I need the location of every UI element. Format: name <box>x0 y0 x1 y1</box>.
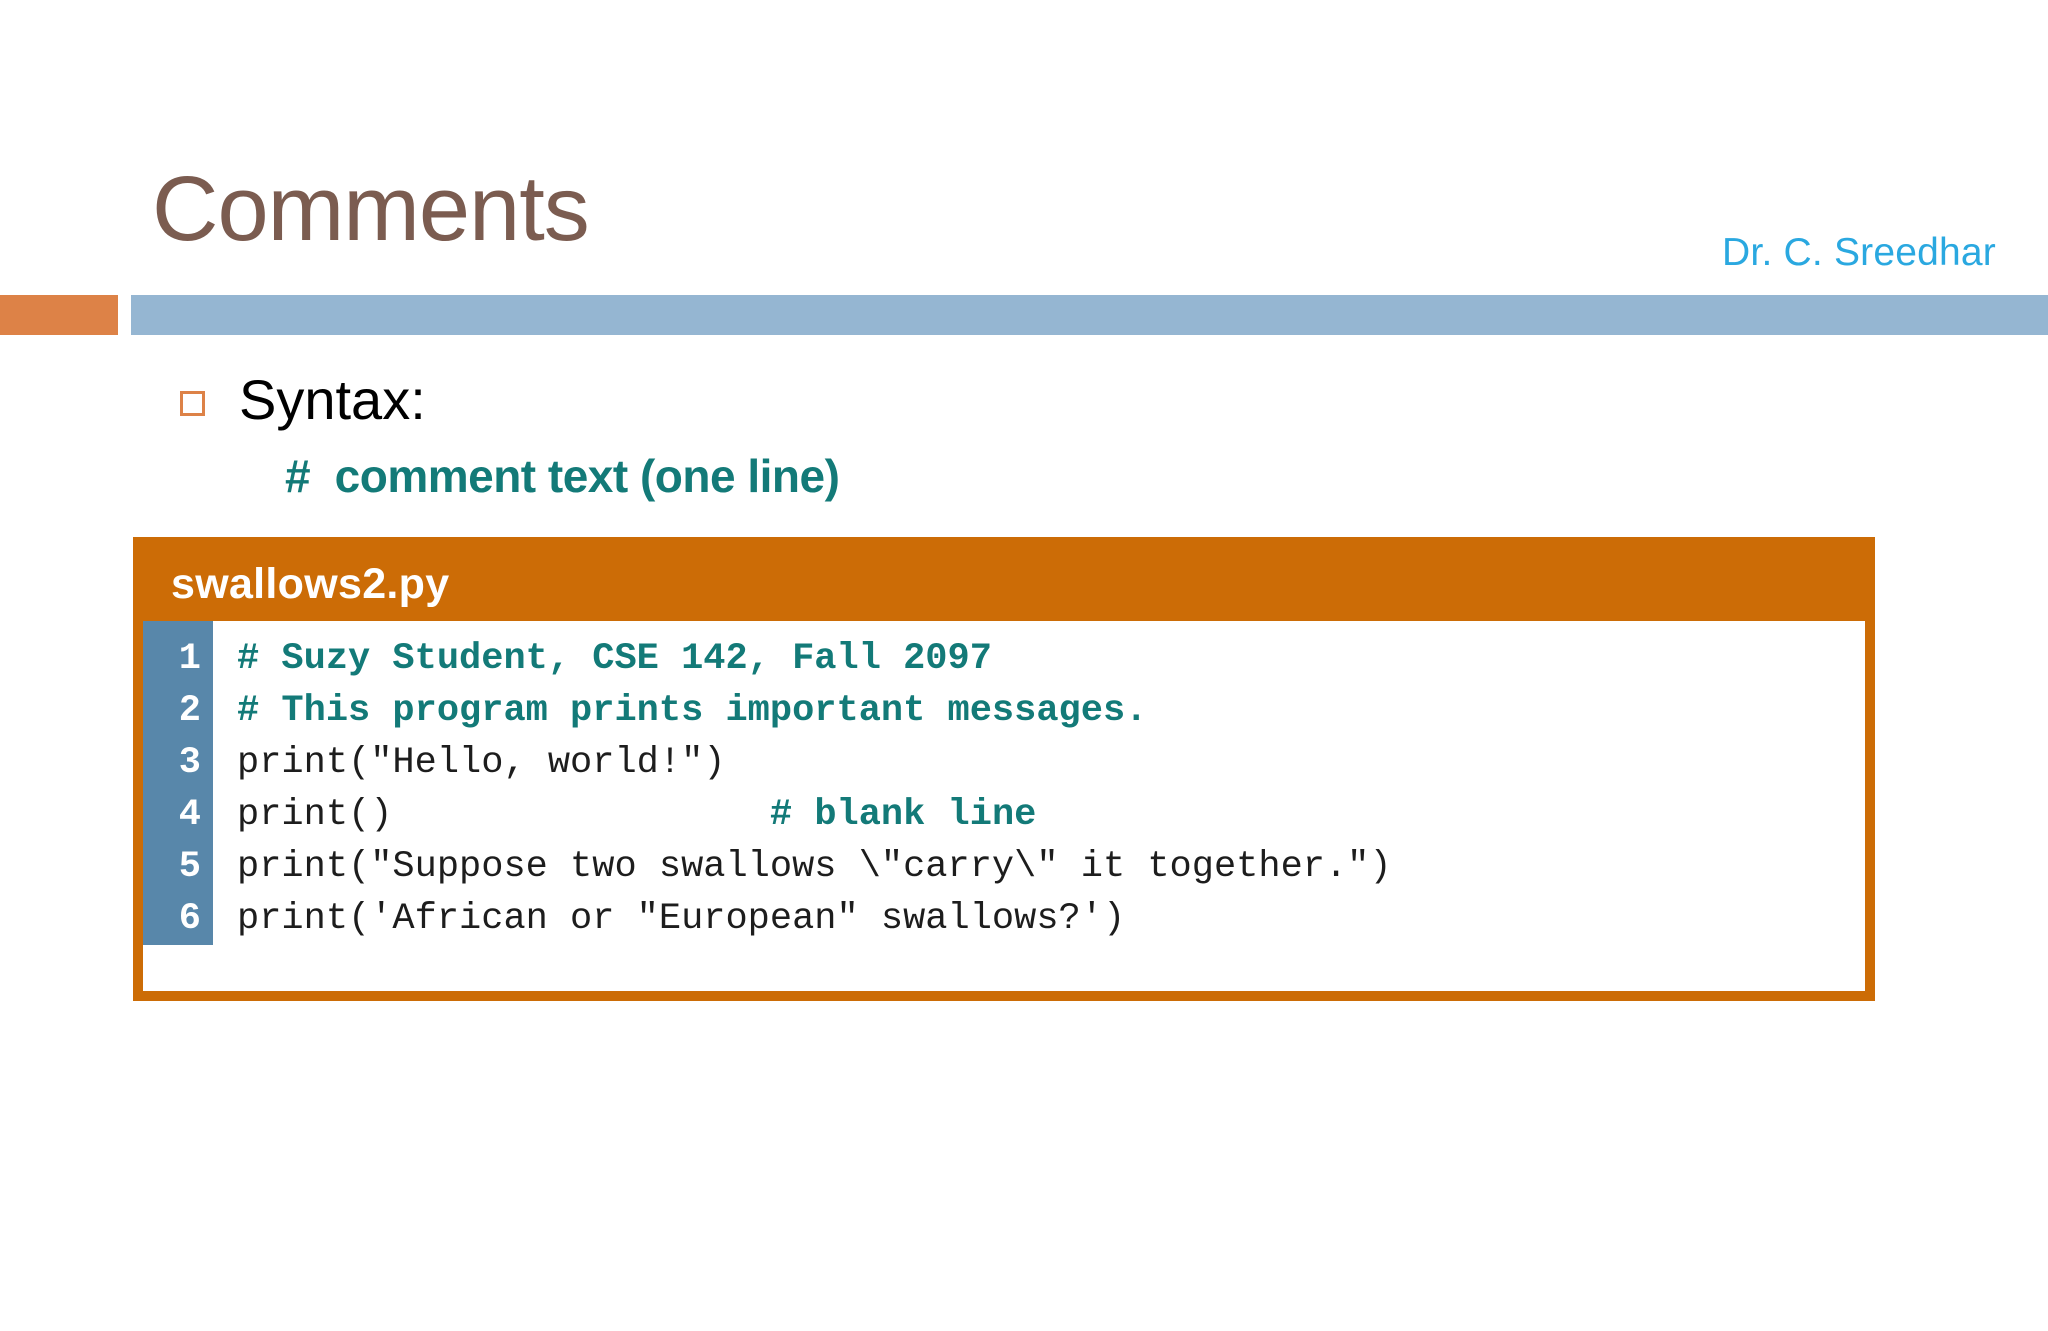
line-number: 2 <box>178 690 201 732</box>
code-lines: # Suzy Student, CSE 142, Fall 2097 # Thi… <box>213 621 1865 945</box>
code-line: print("Hello, world!") <box>237 742 726 784</box>
code-line: print("Suppose two swallows \"carry\" it… <box>237 846 1392 888</box>
code-filename: swallows2.py <box>171 559 450 608</box>
line-number: 3 <box>178 742 201 784</box>
line-number: 4 <box>178 794 201 836</box>
header-rule-blue <box>131 295 2048 335</box>
line-number: 5 <box>178 846 201 888</box>
code-box: swallows2.py 1 2 3 4 5 6 # Suzy Student,… <box>133 537 1875 1001</box>
square-bullet-icon <box>180 390 205 416</box>
code-box-header: swallows2.py <box>143 547 1865 621</box>
line-number: 1 <box>178 638 201 680</box>
code-line-gap <box>392 794 769 836</box>
bullet-syntax: Syntax: <box>180 372 426 428</box>
header-rule-orange <box>0 295 118 335</box>
code-line-code: print() <box>237 794 393 836</box>
code-line: # Suzy Student, CSE 142, Fall 2097 <box>237 638 992 680</box>
code-line: # This program prints important messages… <box>237 690 1148 732</box>
line-number: 6 <box>178 898 201 940</box>
code-line: print('African or "European" swallows?') <box>237 898 1126 940</box>
page-title: Comments <box>152 158 590 260</box>
author-label: Dr. C. Sreedhar <box>1722 231 1996 274</box>
code-body: 1 2 3 4 5 6 # Suzy Student, CSE 142, Fal… <box>143 621 1865 991</box>
code-line-comment: # blank line <box>769 794 1037 836</box>
bullet-label: Syntax: <box>239 368 426 431</box>
line-number-gutter: 1 2 3 4 5 6 <box>143 621 213 945</box>
code-line: print() # blank line <box>237 789 1865 841</box>
syntax-example: # comment text (one line) <box>285 450 840 502</box>
